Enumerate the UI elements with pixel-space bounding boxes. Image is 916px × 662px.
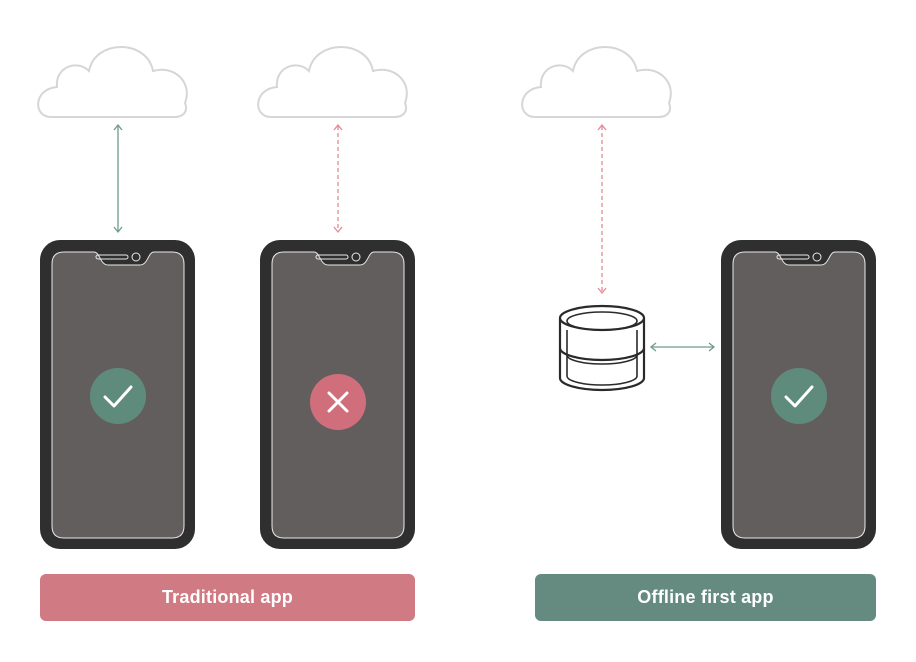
local-sync-arrow bbox=[649, 342, 716, 352]
offline-sync-arrow bbox=[333, 123, 343, 234]
cloud-icon bbox=[37, 46, 188, 118]
check-icon bbox=[771, 368, 827, 424]
traditional-app-label: Traditional app bbox=[40, 574, 415, 621]
cloud-icon bbox=[257, 46, 408, 118]
phone-traditional-offline bbox=[260, 240, 415, 549]
cloud-icon bbox=[521, 46, 672, 118]
offline-sync-arrow bbox=[597, 123, 607, 295]
phone-offline-first bbox=[721, 240, 876, 549]
offline-first-app-label: Offline first app bbox=[535, 574, 876, 621]
check-icon bbox=[90, 368, 146, 424]
phone-traditional-online bbox=[40, 240, 195, 549]
database-icon bbox=[558, 304, 646, 392]
online-sync-arrow bbox=[113, 123, 123, 234]
close-icon bbox=[310, 374, 366, 430]
